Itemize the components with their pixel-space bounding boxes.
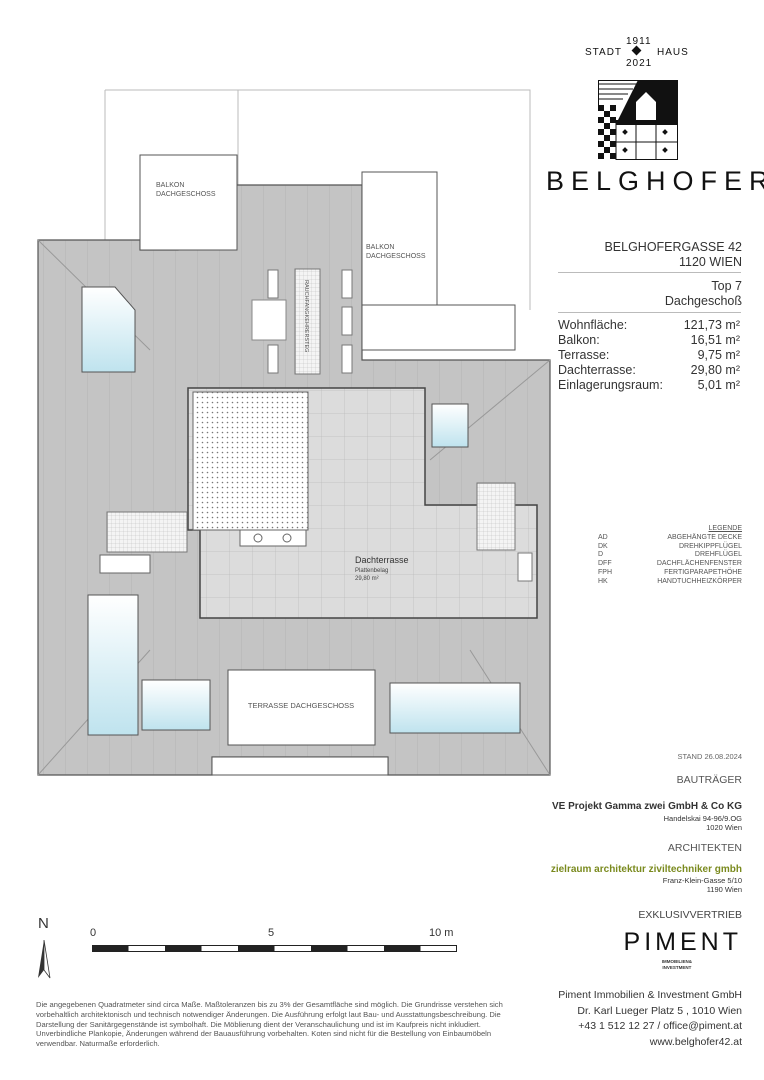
logo-left: STADT — [585, 47, 623, 58]
svg-text:Plattenbelag: Plattenbelag — [355, 568, 388, 574]
vertrieb-heading: EXKLUSIVVERTRIEB — [638, 909, 742, 921]
svg-text:BALKON: BALKON — [366, 244, 394, 251]
svg-text:DACHGESCHOSS: DACHGESCHOSS — [366, 253, 426, 260]
area-row: Balkon:16,51 m² — [558, 333, 740, 347]
area-row: Einlagerungsraum:5,01 m² — [558, 378, 740, 392]
architekten-name: zielraum architektur ziviltechniker gmbh — [550, 864, 742, 875]
svg-text:DACHGESCHOSS: DACHGESCHOSS — [156, 191, 216, 198]
floor-plan-drawing: BALKON DACHGESCHOSS BALKON DACHGESCHOSS … — [37, 89, 551, 776]
disclaimer: Die angegebenen Quadratmeter sind circa … — [36, 1000, 503, 1049]
website-link[interactable]: www.belghofer42.at — [649, 1035, 742, 1048]
divider — [558, 312, 741, 313]
svg-text:BALKON: BALKON — [156, 182, 184, 189]
piment-logo: PIMENT — [623, 928, 742, 956]
terrasse-dachgeschoss — [227, 669, 376, 746]
area-row: Terrasse:9,75 m² — [558, 348, 740, 362]
north-arrow-icon — [38, 940, 51, 979]
balkon-right — [361, 171, 438, 306]
svg-text:29,80 m²: 29,80 m² — [355, 576, 379, 582]
architekten-heading: ARCHITEKTEN — [667, 842, 742, 854]
area-row: Dachterrasse:29,80 m² — [558, 363, 740, 377]
svg-text:Dachterrasse: Dachterrasse — [355, 555, 409, 565]
balkon-left — [139, 154, 238, 251]
logo-right: HAUS — [657, 47, 689, 58]
company-phone-email[interactable]: +43 1 512 12 27 / office@piment.at — [578, 1020, 742, 1032]
stand-date: STAND 26.08.2024 — [677, 752, 742, 761]
windows — [81, 286, 521, 736]
scale-label-5: 5 — [268, 927, 275, 939]
logo-year-bottom: 2021 — [626, 58, 653, 69]
svg-text:TERRASSE DACHGESCHOSS: TERRASSE DACHGESCHOSS — [248, 701, 354, 710]
vertrieb-contact: Piment Immobilien & Investment GmbH Dr. … — [558, 988, 742, 1050]
diamond-icon — [631, 45, 642, 56]
address-street: BELGHOFERGASSE 42 — [604, 240, 742, 254]
architekten-street: Franz-Klein-Gasse 5/10 — [662, 876, 742, 885]
rauchfangkehrersteg — [294, 268, 321, 375]
logo-year-top: 1911 — [626, 36, 652, 47]
scale-bar — [92, 945, 457, 952]
piment-logo-sub: IMMOBILIEN&INVESTMENT — [661, 959, 692, 970]
unit-top: Top 7 — [711, 279, 742, 293]
company-name: Piment Immobilien & Investment GmbH — [558, 989, 742, 1001]
north-label: N — [38, 915, 49, 932]
bautraeger-city: 1020 Wien — [706, 823, 742, 832]
bautraeger-name: VE Projekt Gamma zwei GmbH & Co KG — [551, 801, 742, 812]
scale-label-10: 10 m — [429, 927, 454, 939]
area-list: Wohnfläche:121,73 m² Balkon:16,51 m² Ter… — [558, 318, 740, 393]
brand-name: BELGHOFER — [546, 166, 764, 196]
area-row: Wohnfläche:121,73 m² — [558, 318, 740, 332]
bautraeger-heading: BAUTRÄGER — [676, 774, 742, 786]
bautraeger-street: Handelskai 94-96/9.OG — [663, 814, 742, 823]
house-logo-icon — [598, 80, 678, 160]
svg-text:RAUCHFANGKEHRERSTEG: RAUCHFANGKEHRERSTEG — [303, 280, 309, 352]
scale-label-0: 0 — [90, 927, 97, 939]
company-street: Dr. Karl Lueger Platz 5 , 1010 Wien — [577, 1004, 742, 1017]
address-city: 1120 WIEN — [679, 255, 742, 269]
divider — [558, 272, 741, 273]
unit-floor: Dachgeschoß — [664, 294, 742, 308]
architekten-city: 1190 Wien — [706, 885, 742, 894]
